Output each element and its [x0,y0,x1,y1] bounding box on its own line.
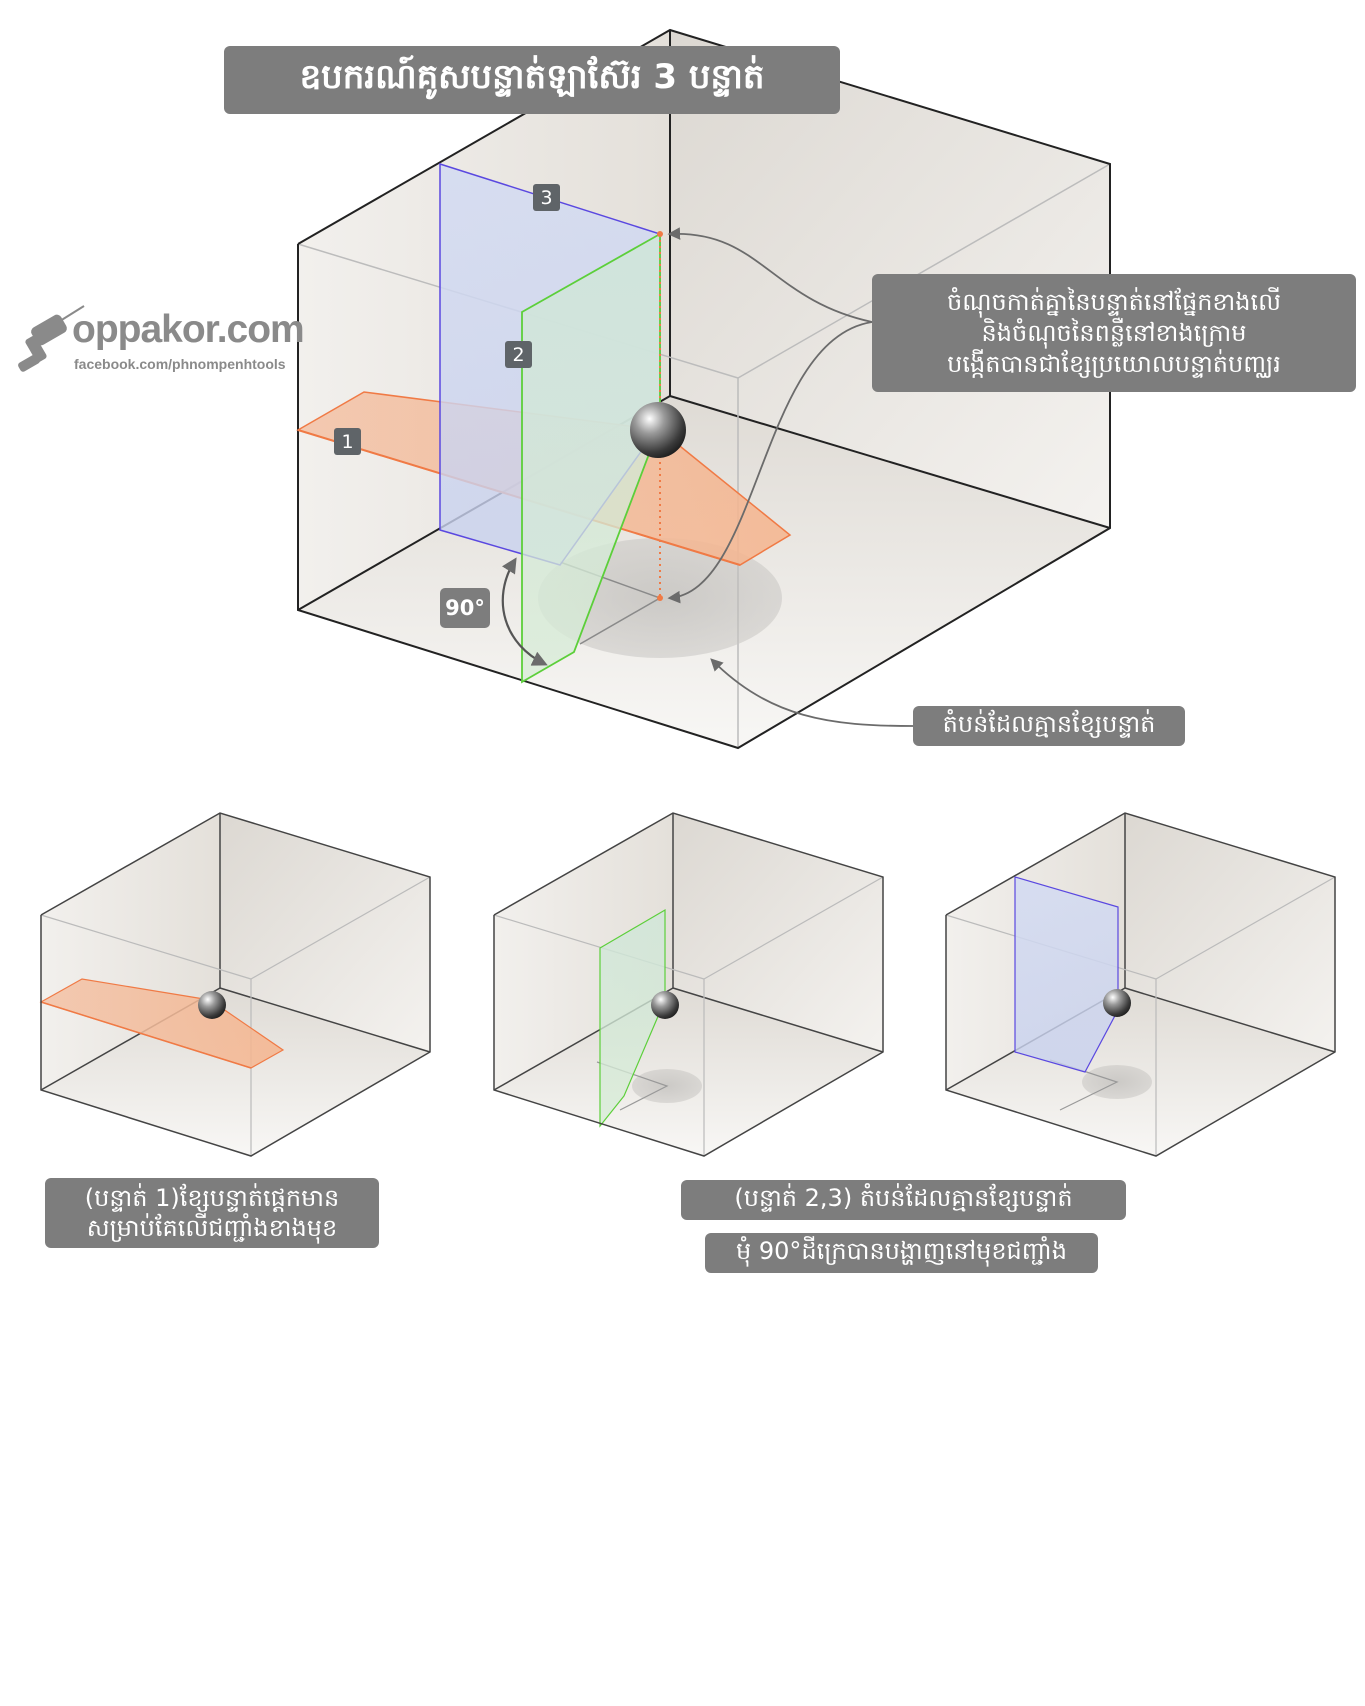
plane-1-badge: 1 [334,428,361,455]
plane-3-badge: 3 [533,184,560,211]
angle-badge: 90° [440,588,490,628]
caption-lines-23-row1: (បន្ទាត់ 2,3) តំបន់ដែលគ្មានខ្សែបន្ទាត់ [681,1180,1126,1220]
caption-line-1: (បន្ទាត់ 1)ខ្សែបន្ទាត់ផ្ដេកមាន សម្រាប់គែ… [45,1178,379,1248]
intersection-callout: ចំណុចកាត់គ្នានៃបន្ទាត់នៅផ្នែកខាងលើ និងចំ… [872,274,1356,392]
drill-icon [18,305,85,372]
caption-lines-23-row2: មុំ 90°ដីក្រេបានបង្ហាញនៅមុខជញ្ជាំង [705,1233,1098,1273]
callout-line: ចំណុចកាត់គ្នានៃបន្ទាត់នៅផ្នែកខាងលើ [947,287,1281,316]
bottom-dot [657,595,663,601]
laser-plane-2-small [599,908,666,1128]
laser-ball-icon [630,402,686,458]
small-cube-3 [945,812,1336,1157]
cube-edge-front [737,163,1111,379]
callout-line: បង្កើតបានជាខ្សែប្រយោលបន្ទាត់បញ្ឈរ [947,349,1281,378]
zone-arrow [710,658,914,727]
laser-plane-3-small [1014,876,1119,1073]
page-title: ឧបករណ៍គូសបន្ទាត់ឡាស៊ែរ 3 បន្ទាត់ [224,46,840,114]
laser-ball-icon [198,991,226,1019]
small-cube-2 [493,812,884,1157]
logo-name: oppakor.com [72,308,305,351]
logo: oppakor.com facebook.com/phnompenhtools [12,300,305,380]
angle-arrow [501,557,548,666]
callout-line: និងចំណុចនៃពន្លឺនៅខាងក្រោម [981,318,1247,347]
callout-arrow-bottom [667,321,873,604]
callout-arrow-top [667,227,873,323]
logo-sub: facebook.com/phnompenhtools [74,356,286,372]
cube-edge [669,395,1111,529]
caption-row: (បន្ទាត់ 1)ខ្សែបន្ទាត់ផ្ដេកមាន [84,1184,340,1212]
laser-ball-icon [1103,989,1131,1017]
no-line-zone-callout: តំបន់ដែលគ្មានខ្សែបន្ទាត់ [913,706,1185,746]
caption-row: សម្រាប់គែលើជញ្ជាំងខាងមុខ [86,1214,338,1242]
top-intersection-dot [657,231,663,237]
plane-2-badge: 2 [505,341,532,368]
cube-outline [297,28,1111,750]
laser-ball-icon [651,991,679,1019]
small-cube-1 [39,812,431,1157]
